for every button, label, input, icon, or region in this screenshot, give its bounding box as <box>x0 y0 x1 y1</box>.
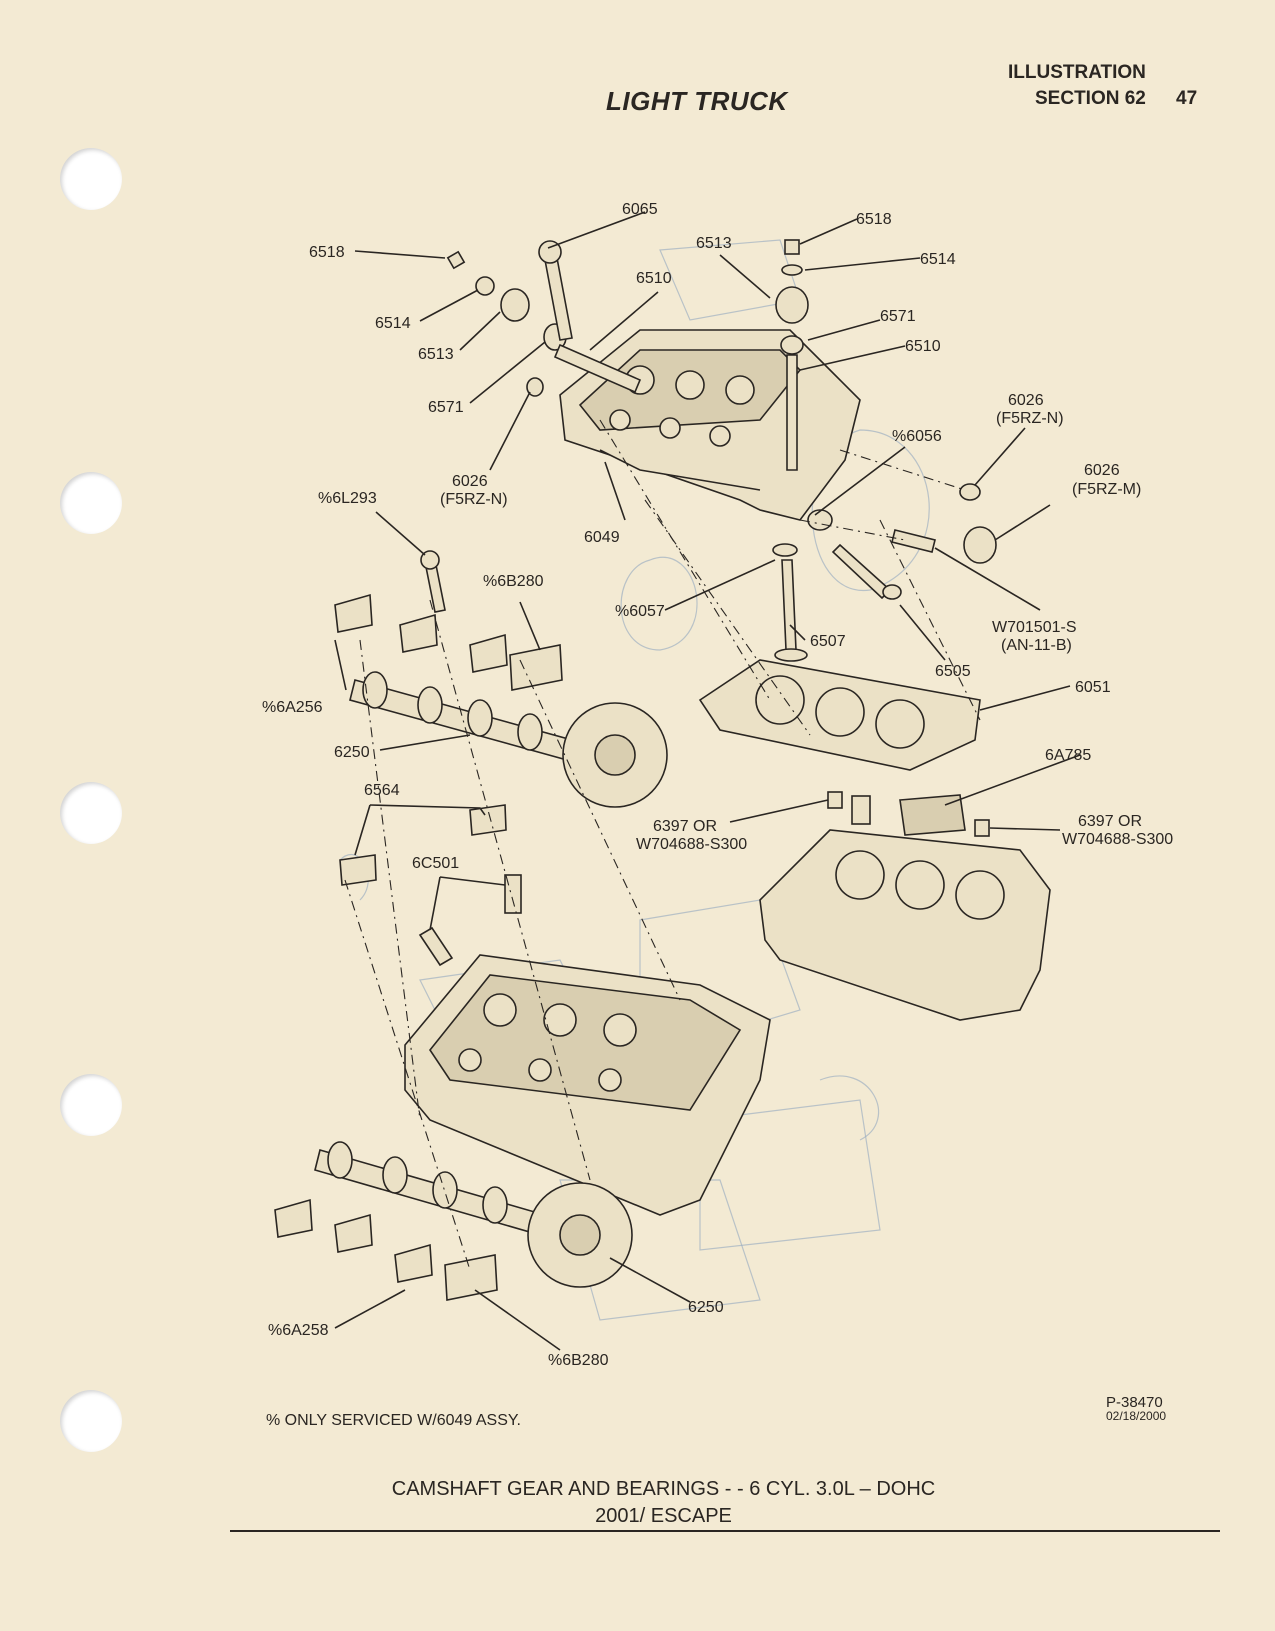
engine-block <box>759 794 1051 1021</box>
callout-6505: 6505 <box>935 663 971 680</box>
leader-lines <box>334 211 1081 1351</box>
callout-6026-upper-right-code: (F5RZ-N) <box>996 410 1064 427</box>
callout-6c501: 6C501 <box>412 855 459 872</box>
callout-6250-upper: 6250 <box>334 744 370 761</box>
upper-camshaft <box>349 671 668 808</box>
callout-6026-right: 6026 <box>1084 462 1120 479</box>
callout-labels: 6065 6518 6513 6518 6514 6514 6510 6571 … <box>262 201 1173 1369</box>
callout-6250-lower: 6250 <box>688 1299 724 1316</box>
callout-6026-upper-right: 6026 <box>1008 392 1044 409</box>
callout-6065: 6065 <box>622 201 658 218</box>
callout-6514-left: 6514 <box>375 315 411 332</box>
callout-6057: %6057 <box>615 603 665 620</box>
upper-cylinder-head <box>559 329 861 521</box>
callout-6056: %6056 <box>892 428 942 445</box>
callout-6397-right-alt: W704688-S300 <box>1062 831 1173 848</box>
service-note: % ONLY SERVICED W/6049 ASSY. <box>266 1412 521 1429</box>
callout-6026-left-code: (F5RZ-N) <box>440 491 508 508</box>
callout-6397-middle-alt: W704688-S300 <box>636 836 747 853</box>
illustration-date: 02/18/2000 <box>1106 1409 1167 1423</box>
bearing-caps <box>274 593 563 1301</box>
callout-6571-right: 6571 <box>880 308 916 325</box>
illustration-label: ILLUSTRATION <box>1008 62 1146 83</box>
model-year-line: 2001/ ESCAPE <box>595 1505 732 1527</box>
binder-hole-1 <box>60 148 122 210</box>
callout-6397-middle: 6397 OR <box>653 818 717 835</box>
callout-6571-left: 6571 <box>428 399 464 416</box>
binder-hole-4 <box>60 1074 122 1136</box>
callout-6564: 6564 <box>364 782 400 799</box>
callout-6l293: %6L293 <box>318 490 377 507</box>
callout-w701501: W701501-S <box>992 619 1077 636</box>
valve-hardware <box>339 239 997 967</box>
callout-6b280-lower: %6B280 <box>548 1352 609 1369</box>
section-label: SECTION 62 <box>1035 88 1146 109</box>
callout-6049: 6049 <box>584 529 620 546</box>
callout-6397-right: 6397 OR <box>1078 813 1142 830</box>
callout-6b280-upper: %6B280 <box>483 573 544 590</box>
callout-6514-right: 6514 <box>920 251 956 268</box>
lower-camshaft <box>314 1141 633 1288</box>
lower-cylinder-head <box>404 954 771 1216</box>
callout-6518-right: 6518 <box>856 211 892 228</box>
binder-hole-5 <box>60 1390 122 1452</box>
head-gasket <box>698 659 981 771</box>
callout-6513-top: 6513 <box>696 235 732 252</box>
callout-6513-left: 6513 <box>418 346 454 363</box>
illustration-number: P-38470 <box>1106 1394 1163 1411</box>
callout-6051: 6051 <box>1075 679 1111 696</box>
callout-6507: 6507 <box>810 633 846 650</box>
figure-title: CAMSHAFT GEAR AND BEARINGS - - 6 CYL. 3.… <box>391 1478 936 1500</box>
callout-6a256: %6A256 <box>262 699 323 716</box>
callout-w701501-code: (AN-11-B) <box>1001 637 1072 654</box>
binder-hole-3 <box>60 782 122 844</box>
callout-6510-right: 6510 <box>905 338 941 355</box>
footer-rule <box>230 1530 1220 1532</box>
callout-6026-right-code: (F5RZ-M) <box>1072 481 1141 498</box>
callout-6518-left: 6518 <box>309 244 345 261</box>
section-heading: LIGHT TRUCK <box>606 86 788 116</box>
callout-6a258: %6A258 <box>268 1322 329 1339</box>
page-number: 47 <box>1176 88 1198 109</box>
callout-6026-left: 6026 <box>452 473 488 490</box>
callout-6a785: 6A785 <box>1045 747 1091 764</box>
binder-hole-2 <box>60 472 122 534</box>
assembly-centerlines <box>344 419 981 1271</box>
callout-6510-top: 6510 <box>636 270 672 287</box>
